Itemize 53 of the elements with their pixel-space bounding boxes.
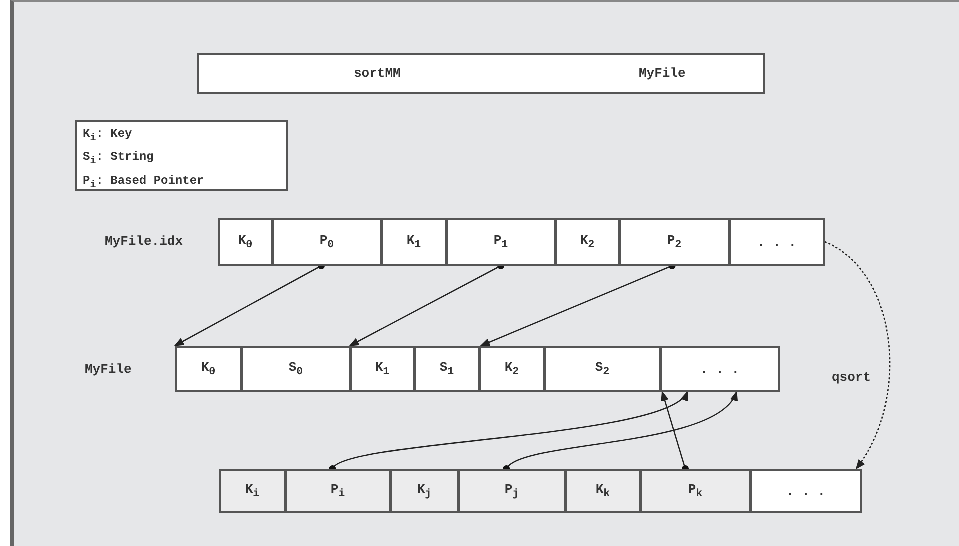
- memory-cell: [175, 346, 242, 392]
- cell-text: P$_{0}$: [320, 232, 334, 252]
- memory-cell: [619, 218, 730, 266]
- memory-cell: [660, 346, 780, 392]
- cell-text: K$_{0}$: [238, 232, 253, 252]
- cell-text: K$_{1}$: [375, 360, 390, 378]
- memory-cell: [729, 218, 825, 266]
- memory-cell: [414, 346, 480, 392]
- memory-cell: [285, 469, 391, 513]
- edge-label: qsort: [832, 370, 872, 385]
- command-box: [197, 53, 765, 94]
- cell-text: P$_{j}$: [504, 482, 520, 500]
- row-label: MyFile: [85, 362, 132, 377]
- memory-cell: [381, 218, 447, 266]
- row-label: MyFile.idx: [105, 234, 184, 249]
- cell-text: K$_{2}$: [504, 360, 520, 378]
- cell-text: K$_{1}$: [406, 232, 422, 252]
- command-name: sortMM: [354, 66, 401, 81]
- memory-cell: [555, 218, 620, 266]
- cell-text: K$_{0}$: [201, 360, 216, 378]
- command-argument: MyFile: [639, 66, 686, 81]
- memory-cell: [390, 469, 459, 513]
- memory-cell: [458, 469, 566, 513]
- key-entry: S$_{i}$: String: [83, 149, 155, 170]
- cell-text: . . .: [757, 234, 796, 250]
- memory-cell: [479, 346, 545, 392]
- key-box: [75, 120, 288, 191]
- memory-cell: [218, 218, 273, 266]
- memory-cell: [565, 469, 641, 513]
- cell-text: S$_{1}$: [440, 360, 454, 378]
- memory-cell: [640, 469, 751, 513]
- memory-cell: [750, 469, 862, 513]
- cell-text: K$_{k}$: [596, 482, 610, 500]
- memory-cell: [241, 346, 351, 392]
- cell-text: P$_{1}$: [494, 232, 508, 252]
- cell-text: P$_{2}$: [667, 232, 682, 252]
- cell-text: . . .: [700, 362, 740, 376]
- memory-cell: [544, 346, 661, 392]
- cell-text: P$_{k}$: [688, 482, 703, 500]
- cell-text: . . .: [786, 484, 826, 498]
- cell-text: P$_{i}$: [330, 482, 346, 500]
- cell-text: S$_{0}$: [288, 360, 304, 378]
- cell-text: K$_{2}$: [580, 232, 595, 252]
- cell-text: K$_{i}$: [245, 482, 260, 500]
- key-entry: P$_{i}$: Based Pointer: [83, 172, 206, 194]
- cell-text: K$_{j}$: [417, 482, 432, 500]
- dotted-arrow: [824, 241, 891, 470]
- memory-cell: [446, 218, 556, 266]
- memory-cell: [350, 346, 415, 392]
- key-entry: K$_{i}$: Key: [83, 126, 134, 146]
- memory-cell: [272, 218, 382, 266]
- memory-cell: [219, 469, 286, 513]
- cell-text: S$_{2}$: [595, 360, 610, 378]
